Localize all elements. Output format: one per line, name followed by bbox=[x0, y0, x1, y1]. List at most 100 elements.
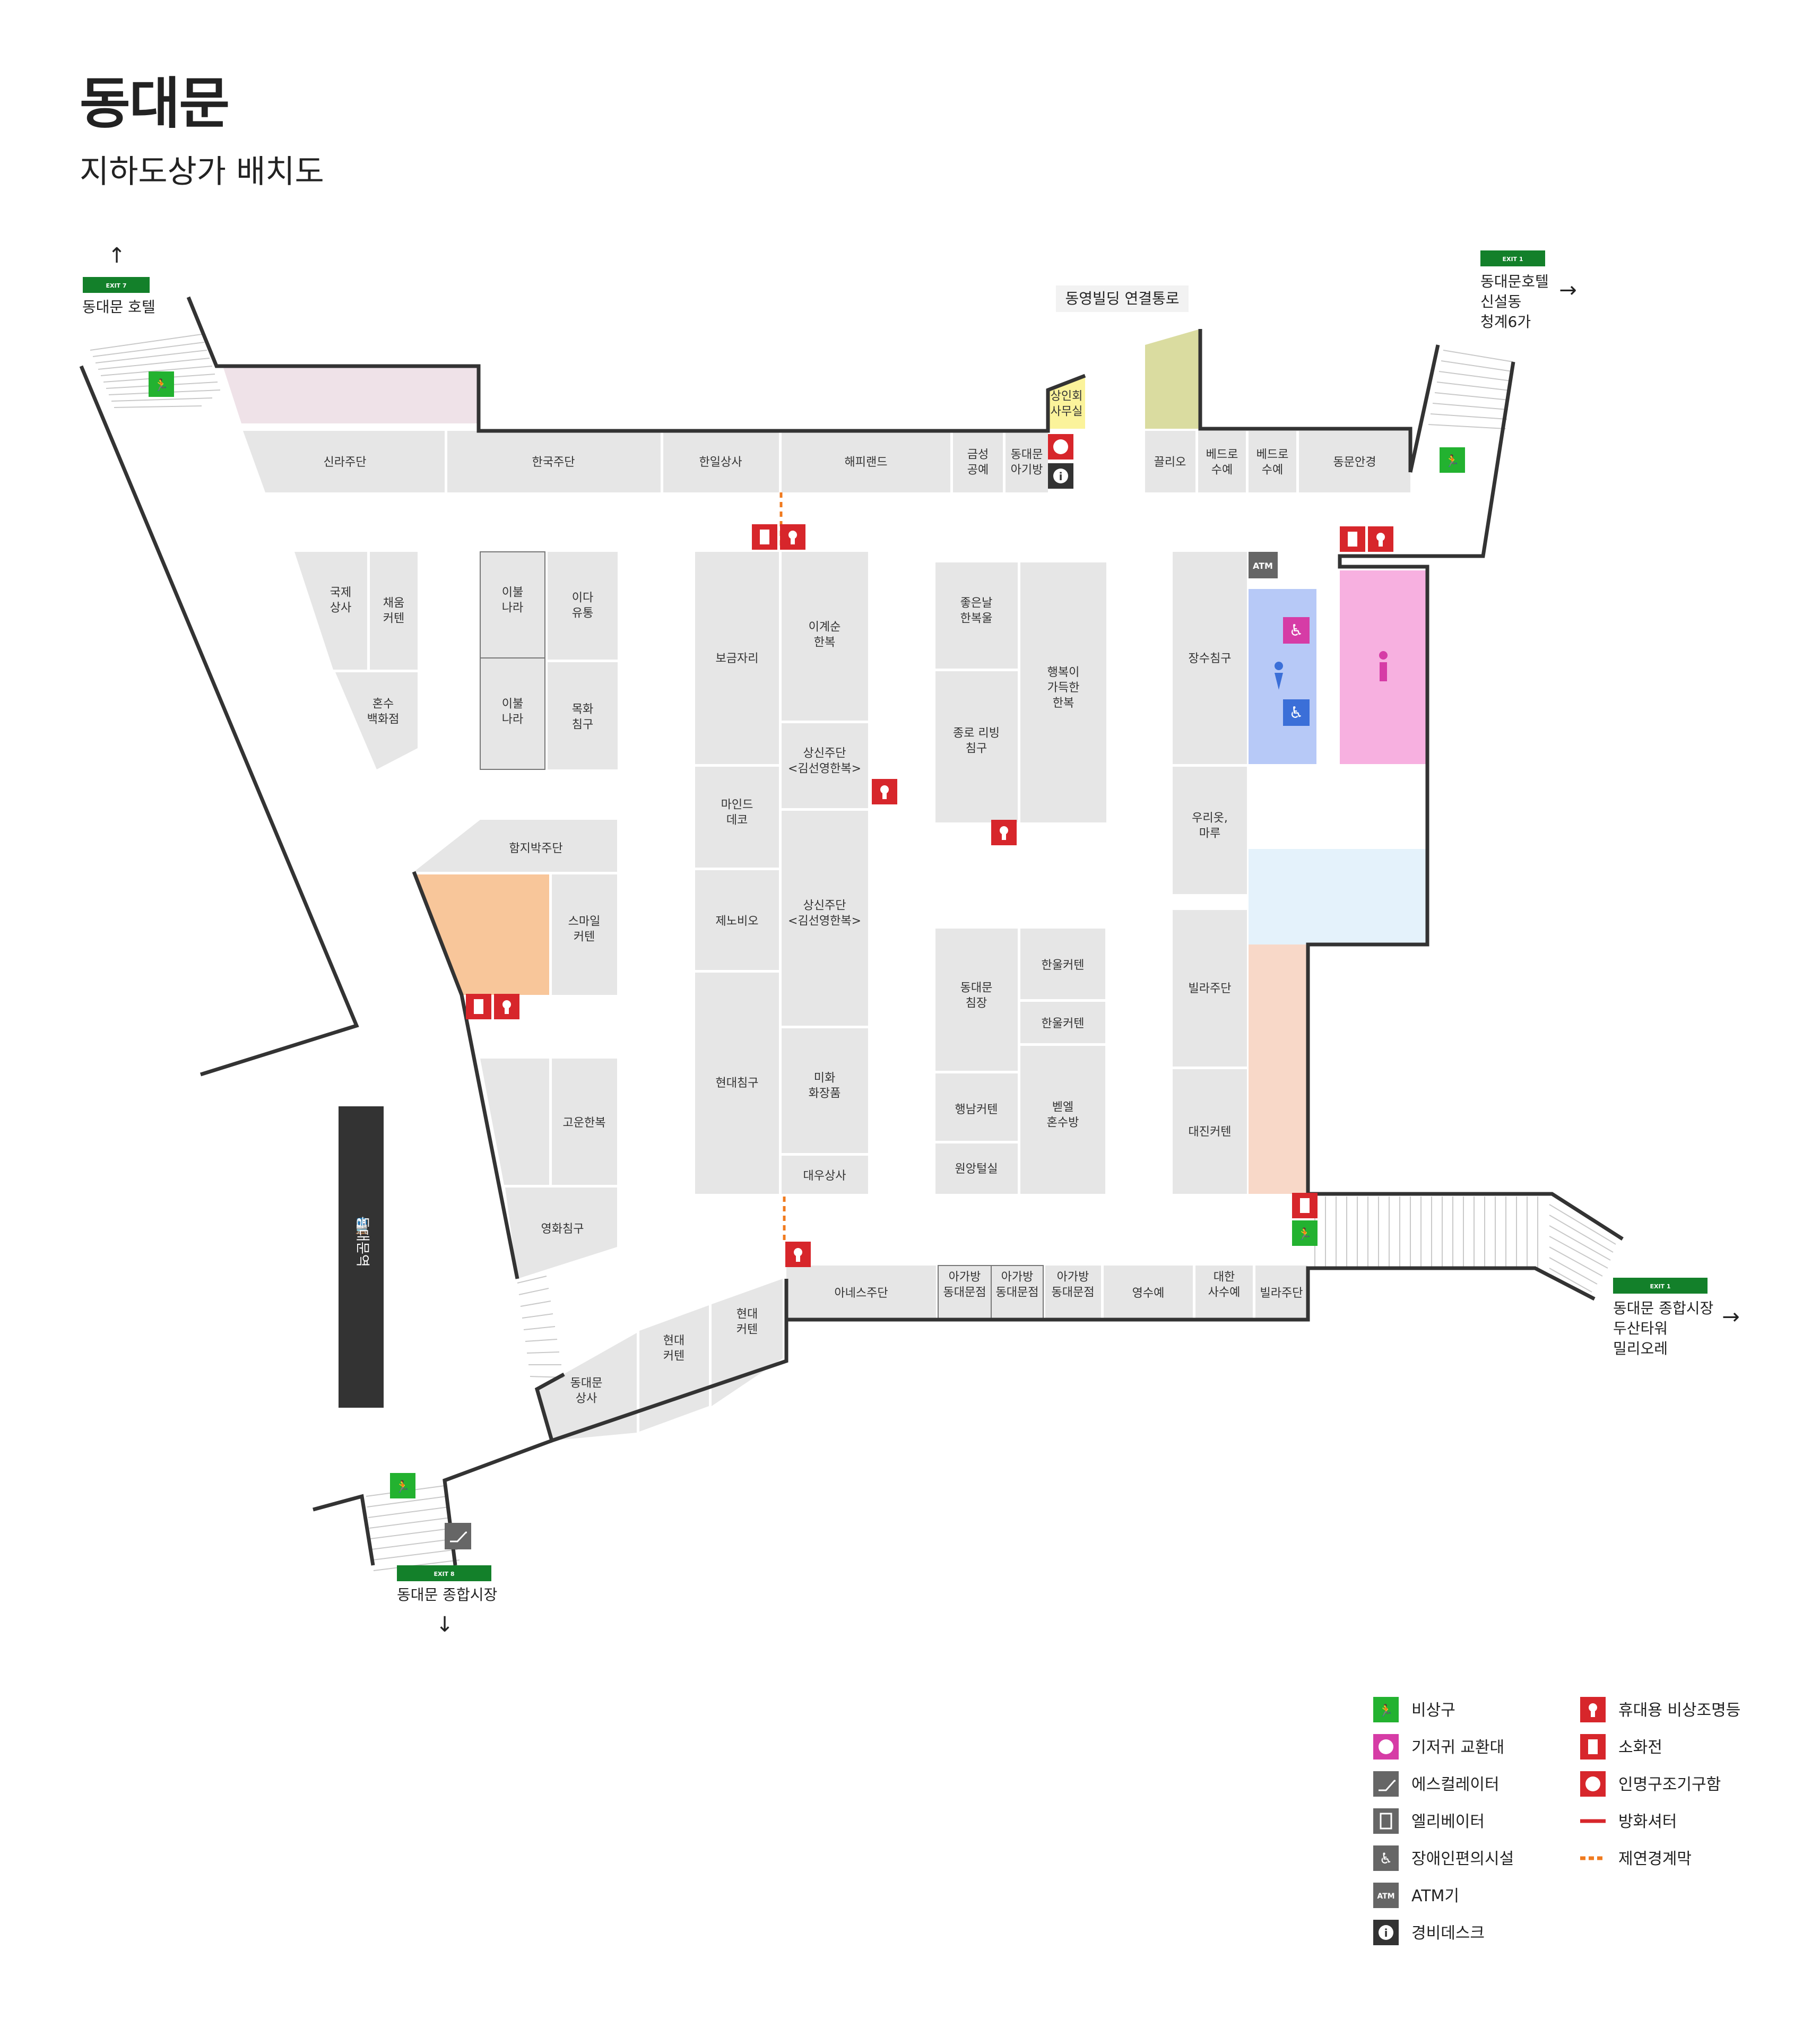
exit1-bottom-badge-text: EXIT 1 bbox=[1650, 1283, 1670, 1290]
store-s32 bbox=[1173, 767, 1247, 894]
svg-text:🏃: 🏃 bbox=[1445, 454, 1459, 468]
legend-right-2: 인명구조기구함 bbox=[1618, 1775, 1721, 1794]
store-label-s43: 빌라주단 bbox=[1189, 982, 1232, 995]
accessible-icon bbox=[1283, 617, 1310, 644]
atm-icon bbox=[1249, 552, 1278, 578]
store-s2 bbox=[447, 431, 661, 492]
svg-text:ATM: ATM bbox=[1253, 561, 1273, 571]
zone-yellow-office bbox=[1048, 376, 1085, 429]
exit1-top-badge bbox=[1480, 250, 1545, 266]
legend-right-0: 휴대용 비상조명등 bbox=[1618, 1701, 1740, 1720]
emergency-exit-icon bbox=[1440, 447, 1465, 473]
zone-peach bbox=[415, 874, 549, 995]
exit1-bottom-line-1: 두산타워 bbox=[1613, 1320, 1668, 1337]
page-subtitle: 지하도상가 배치도 bbox=[80, 153, 324, 190]
store-s53 bbox=[712, 1279, 783, 1406]
store-label-s33: 함지박주단 bbox=[509, 842, 562, 855]
exit7-group[interactable]: ↑ EXIT 7 동대문 호텔 bbox=[82, 244, 155, 316]
store-s17 bbox=[480, 657, 545, 770]
stair-exit1-bottom bbox=[1314, 1197, 1616, 1293]
legend-left-4: 장애인편의시설 bbox=[1411, 1850, 1514, 1868]
exit8-badge bbox=[397, 1565, 491, 1581]
bottom-row-stores bbox=[537, 1265, 1307, 1441]
store-s33 bbox=[414, 820, 617, 872]
exit8-badge-text: EXIT 8 bbox=[434, 1571, 454, 1578]
svg-text:i: i bbox=[1384, 1927, 1388, 1939]
store-s6 bbox=[1006, 431, 1048, 492]
exit1-bottom-line-2: 밀리오레 bbox=[1613, 1340, 1668, 1357]
store-s14 bbox=[335, 672, 418, 769]
exit1-top-group[interactable]: EXIT 1 동대문호텔 신설동 청계6가 → bbox=[1480, 250, 1577, 331]
store-label-s25: 현대침구 bbox=[716, 1077, 759, 1090]
store-label-s23: 제노비오 bbox=[716, 915, 759, 928]
svg-text:🏃: 🏃 bbox=[395, 1480, 410, 1494]
svg-text:ATM: ATM bbox=[1377, 1892, 1394, 1901]
subway-station bbox=[339, 1106, 384, 1408]
store-s47 bbox=[991, 1265, 1044, 1320]
men-restroom-icon bbox=[1275, 662, 1283, 670]
legend-right-4: 제연경계막 bbox=[1618, 1850, 1692, 1868]
store-s35 bbox=[480, 1059, 549, 1185]
svg-text:♿: ♿ bbox=[1289, 621, 1304, 640]
store-s36 bbox=[505, 1188, 617, 1279]
legend-left-3: 엘리베이터 bbox=[1411, 1813, 1485, 1831]
exit1-bottom-badge bbox=[1613, 1278, 1708, 1294]
legend-atm-icon bbox=[1373, 1883, 1399, 1908]
up-arrow-icon: ↑ bbox=[108, 244, 126, 268]
store-s5 bbox=[953, 431, 1003, 492]
stair-exit1-top bbox=[1428, 350, 1514, 429]
store-s54 bbox=[537, 1333, 637, 1441]
legend-left-5: ATM기 bbox=[1411, 1887, 1459, 1905]
store-s42 bbox=[935, 1143, 1018, 1194]
escalator-icon bbox=[445, 1523, 471, 1549]
legend-escalator-icon bbox=[1373, 1771, 1399, 1797]
store-s30 bbox=[1020, 562, 1106, 822]
map-icons: 🏃 🏃 🏃 🏃 i AT bbox=[149, 371, 1465, 1549]
store-label-s24: 상신주단<김선영한복> bbox=[788, 899, 861, 928]
store-s48 bbox=[1045, 1266, 1101, 1320]
exit1-top-line-1: 신설동 bbox=[1480, 293, 1521, 310]
store-s16 bbox=[548, 552, 618, 660]
exit8-group[interactable]: EXIT 8 동대문 종합시장 ↓ bbox=[397, 1565, 497, 1637]
station-label: 동대문역 bbox=[354, 1216, 370, 1267]
store-s28 bbox=[935, 562, 1018, 669]
left-block-stores bbox=[294, 551, 618, 770]
store-label-s2: 한국주단 bbox=[532, 456, 575, 469]
store-s23 bbox=[695, 870, 779, 970]
legend-left-1: 기저귀 교환대 bbox=[1411, 1738, 1504, 1757]
legend: 🏃 비상구 기저귀 교환대 에스컬레이터 엘리베이터 ♿ 장애인편의시설 ATM… bbox=[1373, 1697, 1740, 1945]
store-s45 bbox=[786, 1266, 936, 1320]
store-s9 bbox=[1198, 431, 1246, 492]
exit1-bottom-line-0: 동대문 종합시장 bbox=[1613, 1299, 1713, 1317]
station-icon: 🚆 bbox=[353, 1217, 371, 1235]
svg-text:i: i bbox=[1059, 470, 1063, 483]
exit8-line-0: 동대문 종합시장 bbox=[397, 1586, 497, 1604]
emergency-exit-icon bbox=[149, 371, 174, 397]
store-label-s42: 원앙털실 bbox=[955, 1163, 998, 1176]
svg-text:♿: ♿ bbox=[1379, 1850, 1392, 1867]
exit1-bottom-group[interactable]: EXIT 1 동대문 종합시장 두산타워 밀리오레 → bbox=[1613, 1278, 1740, 1357]
store-s25 bbox=[695, 973, 779, 1194]
store-s40 bbox=[935, 1073, 1018, 1141]
down-arrow-icon: ↓ bbox=[436, 1613, 454, 1637]
store-s22 bbox=[695, 767, 779, 868]
store-label-s11: 동문안경 bbox=[1333, 456, 1376, 469]
store-s27 bbox=[782, 1156, 868, 1194]
exit7-badge-text: EXIT 7 bbox=[106, 282, 126, 289]
